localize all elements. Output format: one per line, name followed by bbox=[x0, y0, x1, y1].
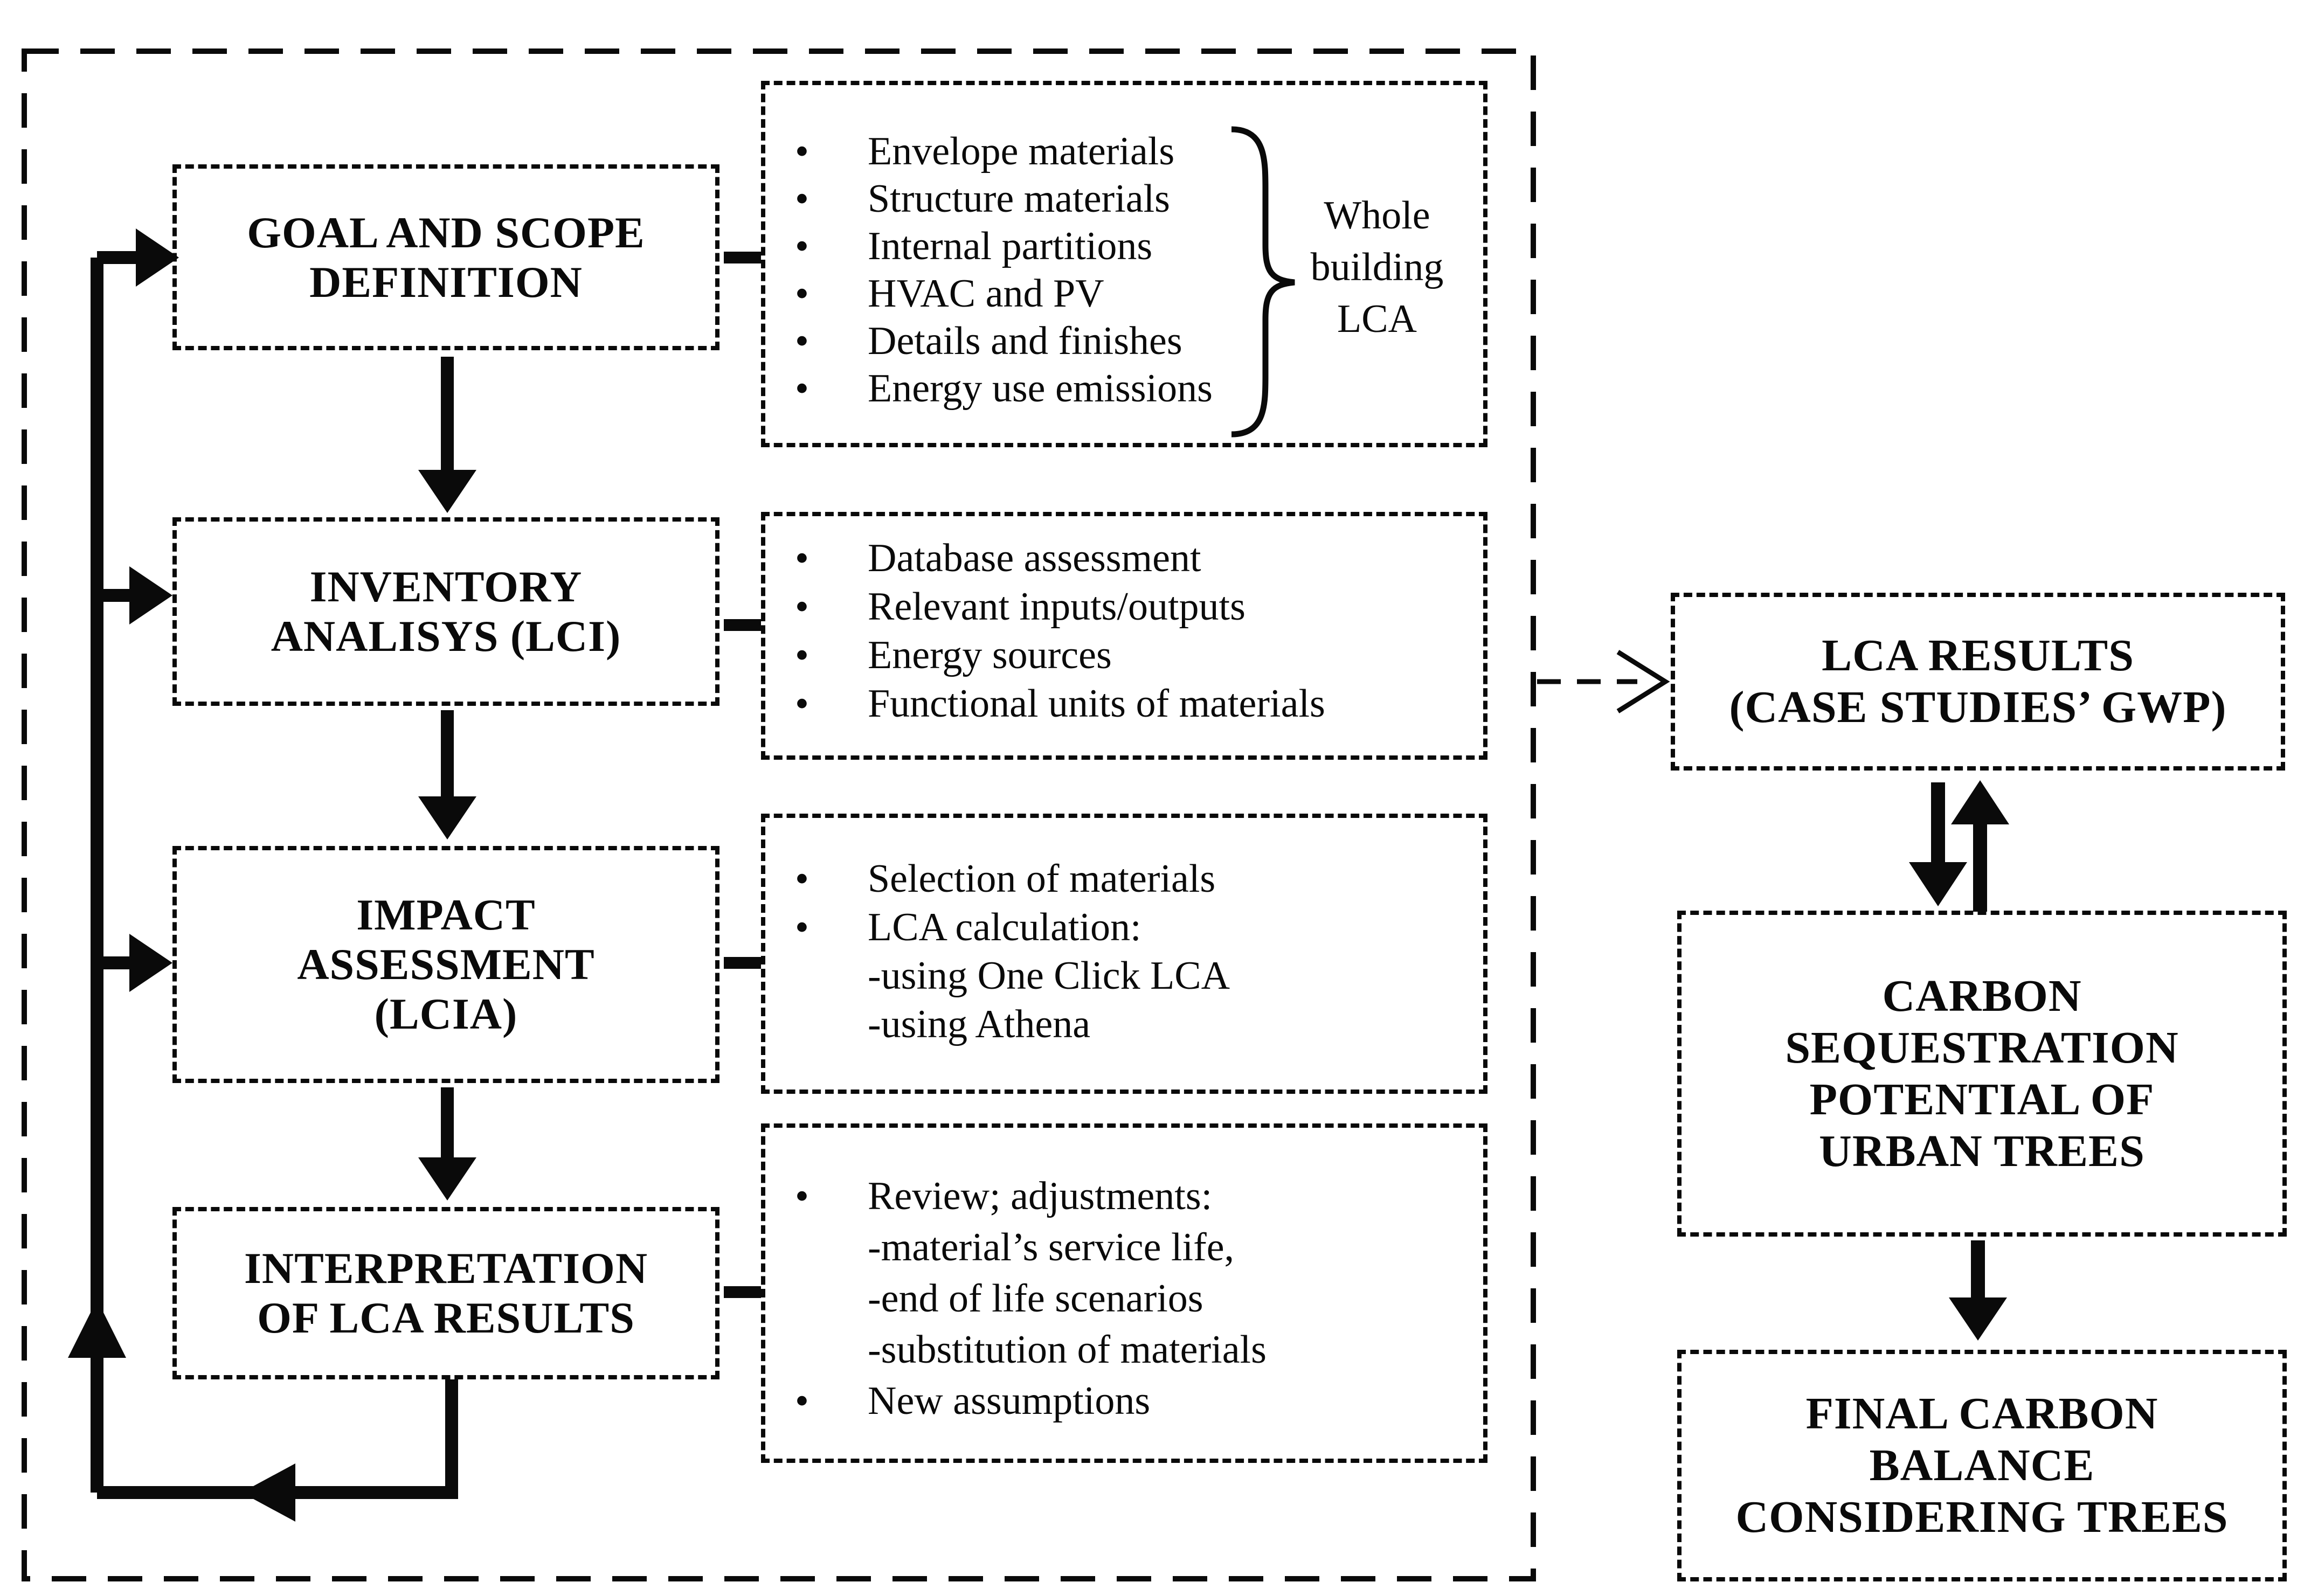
bullet-icon: • bbox=[795, 272, 809, 316]
arrow-left-icon bbox=[241, 1463, 295, 1522]
stage-box-goal-and-scope: GOAL AND SCOPE DEFINITION bbox=[172, 164, 719, 350]
result-box-lca-results: LCA RESULTS (CASE STUDIES’ GWP) bbox=[1671, 593, 2285, 771]
arrow-up-icon bbox=[1951, 780, 2009, 824]
stage-label: INTERPRETATION OF LCA RESULTS bbox=[244, 1244, 648, 1342]
bullet-icon: • bbox=[795, 1379, 809, 1423]
arrow-down-icon bbox=[418, 796, 476, 839]
arrow-down-icon bbox=[1949, 1297, 2007, 1341]
bullet-icon: • bbox=[795, 366, 809, 411]
whole-building-lca-container bbox=[22, 48, 1536, 1581]
feedback-loop-bottom bbox=[97, 1379, 458, 1499]
result-box-carbon-sequestration: CARBON SEQUESTRATION POTENTIAL OF URBAN … bbox=[1677, 911, 2287, 1237]
arrow-right-icon bbox=[129, 566, 172, 624]
details-box-inventory: • Database assessment • Relevant inputs/… bbox=[761, 512, 1487, 760]
list-item: • Energy use emissions bbox=[765, 365, 1483, 412]
arrow-right-open-icon bbox=[1616, 650, 1670, 713]
arrow-right-icon bbox=[129, 934, 172, 992]
list-item: • Selection of materials bbox=[765, 855, 1483, 903]
arrow-down-icon bbox=[418, 470, 476, 513]
list-item: • Relevant inputs/outputs bbox=[765, 582, 1483, 631]
arrow-right-icon bbox=[136, 228, 179, 287]
brace-annotation: Whole building LCA bbox=[1310, 193, 1444, 341]
stage-box-interpretation: INTERPRETATION OF LCA RESULTS bbox=[172, 1207, 719, 1379]
details-box-goal-scope: • Envelope materials • Structure materia… bbox=[761, 81, 1487, 447]
bullet-icon: • bbox=[795, 224, 809, 268]
bullet-icon: • bbox=[795, 177, 809, 221]
stage-box-inventory-analysis: INVENTORY ANALISYS (LCI) bbox=[172, 517, 719, 706]
list-item: • Review; adjustments: -material’s servi… bbox=[765, 1171, 1483, 1376]
arrow-down-icon bbox=[1909, 862, 1967, 906]
list-item: • HVAC and PV bbox=[765, 270, 1483, 317]
stage-label: GOAL AND SCOPE DEFINITION bbox=[247, 207, 645, 307]
bullet-icon: • bbox=[795, 682, 809, 726]
details-box-interpretation: • Review; adjustments: -material’s servi… bbox=[761, 1123, 1487, 1463]
bullet-icon: • bbox=[795, 633, 809, 677]
bullet-icon: • bbox=[795, 536, 809, 580]
bullet-icon: • bbox=[795, 857, 809, 901]
list-item: • Details and finishes bbox=[765, 317, 1483, 365]
result-label: FINAL CARBON BALANCE CONSIDERING TREES bbox=[1735, 1389, 2229, 1542]
bullet-icon: • bbox=[795, 1174, 809, 1218]
bullet-icon: • bbox=[795, 585, 809, 629]
arrow-down-icon bbox=[418, 1157, 476, 1201]
list-item: • Functional units of materials bbox=[765, 679, 1483, 728]
result-label: CARBON SEQUESTRATION POTENTIAL OF URBAN … bbox=[1785, 970, 2179, 1176]
list-item: • Database assessment bbox=[765, 534, 1483, 582]
bullet-icon: • bbox=[795, 129, 809, 174]
list-item: • Envelope materials bbox=[765, 128, 1483, 175]
stage-label: IMPACT ASSESSMENT (LCIA) bbox=[297, 890, 595, 1038]
result-box-final-carbon-balance: FINAL CARBON BALANCE CONSIDERING TREES bbox=[1677, 1350, 2287, 1581]
list-item: • LCA calculation: -using One Click LCA … bbox=[765, 903, 1483, 1049]
list-item: • New assumptions bbox=[765, 1376, 1483, 1427]
bullet-icon: • bbox=[795, 319, 809, 363]
list-item: • Structure materials bbox=[765, 175, 1483, 223]
bullet-icon: • bbox=[795, 905, 809, 949]
list-item: • Internal partitions bbox=[765, 223, 1483, 270]
stage-label: INVENTORY ANALISYS (LCI) bbox=[271, 562, 621, 661]
result-label: LCA RESULTS (CASE STUDIES’ GWP) bbox=[1729, 630, 2227, 732]
stage-box-impact-assessment: IMPACT ASSESSMENT (LCIA) bbox=[172, 846, 719, 1083]
curly-brace bbox=[1231, 126, 1295, 438]
list-item: • Energy sources bbox=[765, 631, 1483, 679]
details-box-impact: • Selection of materials • LCA calculati… bbox=[761, 814, 1487, 1094]
arrow-up-icon bbox=[68, 1300, 126, 1358]
